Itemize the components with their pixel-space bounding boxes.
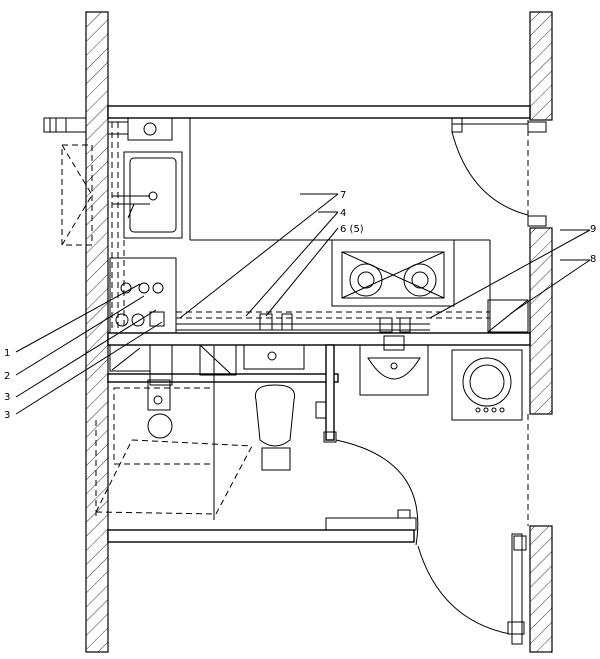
washing-machine [451,349,523,421]
right-exterior-wall-lower [529,525,553,653]
callout-2: 2 [4,371,10,382]
toilet [254,384,296,471]
callout-8: 8 [590,254,596,265]
wash-basin-upper [112,151,183,239]
cabinet-angled [199,344,237,376]
callout-6-5: 6 (5) [340,224,364,235]
top-partition-wall [107,105,531,119]
right-exterior-wall-upper [529,11,553,415]
wash-basin-right [359,335,429,396]
vertical-supply-pipes [111,122,125,330]
horizontal-main-pipes [176,311,490,333]
upper-door [451,117,547,228]
middle-partition-wall [107,332,531,346]
shower-valve [147,379,171,411]
meter-box [109,257,177,334]
entrance-door [417,414,529,645]
left-exterior-wall [85,11,109,653]
callout-3b: 3 [4,410,10,421]
bottom-partition-wall [107,529,415,543]
gas-meter [487,299,529,333]
bath-partition-wall [107,344,339,441]
leader-lines [15,193,591,415]
small-basin-left [109,344,173,386]
callout-1: 1 [4,348,10,359]
callout-3a: 3 [4,392,10,403]
callout-4: 4 [340,208,346,219]
left-window [43,117,93,246]
callout-9: 9 [590,224,596,235]
shower-tray [95,346,253,520]
wash-basin-middle [243,344,305,370]
cooker-hob [331,239,455,307]
callout-labels: 1 2 3 3 7 4 6 (5) 9 8 [4,190,596,421]
lower-door [315,401,419,546]
callout-7: 7 [340,190,346,201]
